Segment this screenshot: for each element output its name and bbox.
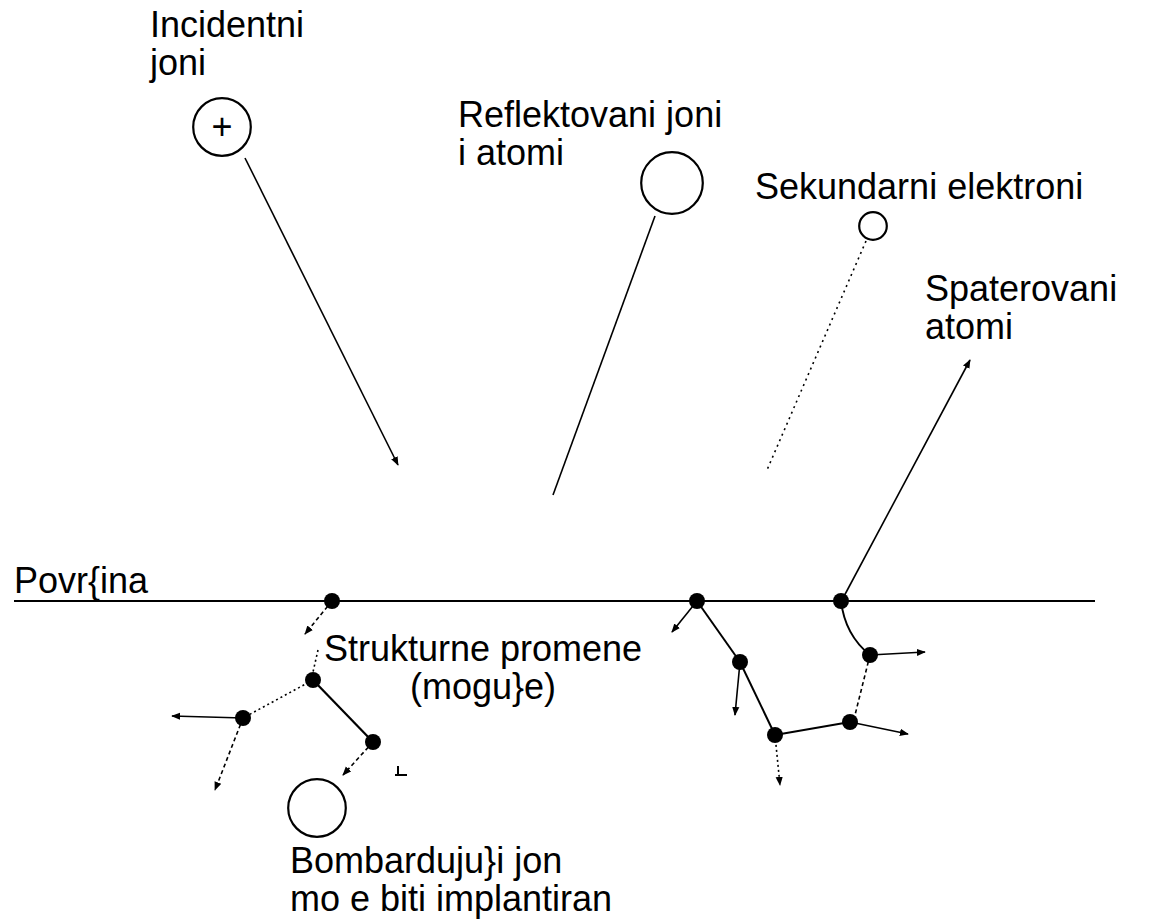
charge-sign: + — [192, 97, 252, 157]
atom-dot — [833, 593, 849, 609]
structure-label: Strukturne promene (mogu}e) — [318, 630, 648, 706]
particle-label: Reflektovani joni i atomi — [458, 96, 730, 172]
cascade-path — [243, 680, 313, 718]
surface-line — [14, 600, 1095, 602]
circle-outline — [641, 152, 703, 214]
cascade-path — [850, 722, 908, 734]
circle-outline — [640, 151, 704, 215]
cascade-path — [313, 650, 318, 672]
ion-label: Incidentni joni — [150, 6, 330, 82]
electron-path — [767, 241, 866, 470]
cascade-path — [697, 601, 740, 662]
atom-dot — [235, 710, 251, 726]
atom-dot — [305, 672, 321, 688]
atom-dot — [365, 734, 381, 750]
atom-dot — [862, 647, 878, 663]
cascade-path — [172, 716, 243, 718]
cascade-path — [855, 655, 870, 715]
cascade-path — [775, 722, 850, 735]
reflected-ion-path — [553, 216, 655, 495]
ion-label: Bombarduju}i jon mo e biti implantiran — [290, 842, 617, 918]
atom-dot — [324, 593, 340, 609]
atom-dot — [732, 654, 748, 670]
reflected-particle: Reflektovani joni i atomi — [640, 151, 704, 215]
cascade-path — [841, 601, 870, 655]
circle-outline — [859, 212, 887, 240]
incident-ion-path — [245, 158, 398, 465]
sputtered-atom-path — [842, 360, 970, 600]
cascade-path — [215, 718, 243, 790]
implanted-ion: Bombarduju}i jon mo e biti implantiran — [287, 778, 347, 838]
cascade-mark — [397, 766, 399, 775]
atom-dot — [689, 593, 705, 609]
surface-label: Povr{ina — [14, 562, 148, 600]
circle-outline — [288, 779, 346, 837]
secondary-electron: Sekundarni elektroni — [858, 211, 888, 241]
electron-label: Sekundarni elektroni — [755, 168, 1083, 206]
cascade-path — [870, 652, 925, 655]
atom-dot — [842, 714, 858, 730]
incident-ion: Incidentni joni+ — [192, 97, 252, 157]
circle-outline — [287, 778, 347, 838]
cascade-mark — [395, 774, 407, 776]
circle-outline — [858, 211, 888, 241]
cascade-path — [313, 680, 373, 742]
sputtered-label: Spaterovani atomi — [925, 270, 1145, 346]
atom-dot — [767, 727, 783, 743]
cascade-path — [740, 662, 775, 735]
